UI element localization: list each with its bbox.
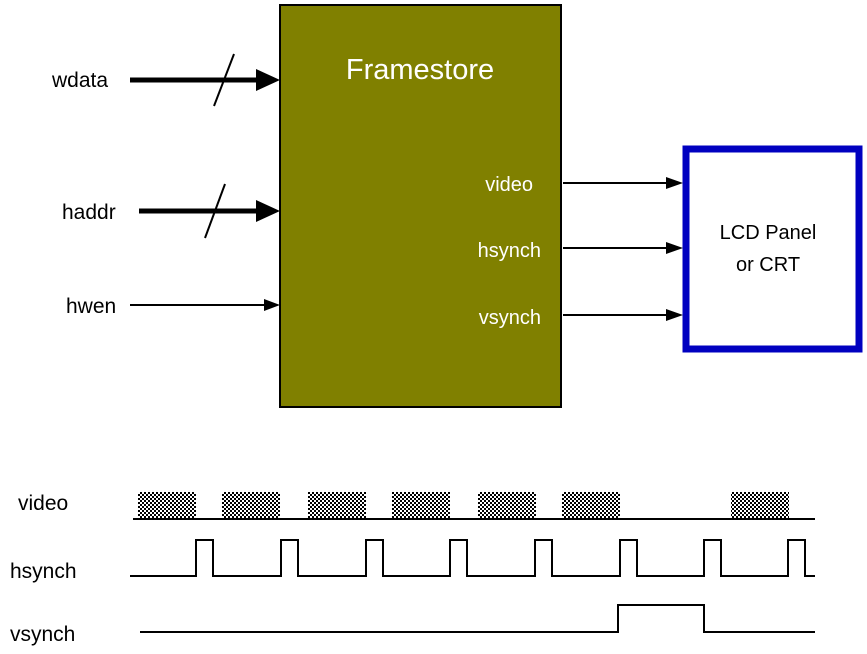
framestore-title: Framestore (346, 54, 494, 86)
timing-hsynch-label: hsynch (10, 560, 77, 583)
timing-diagram: video hsynch vsynch (10, 492, 815, 646)
timing-vsynch-label: vsynch (10, 623, 75, 646)
video-burst (562, 492, 620, 518)
hsynch-output-label: hsynch (478, 240, 541, 262)
hwen-arrowhead (264, 299, 280, 311)
video-burst (392, 492, 450, 518)
display-block (682, 145, 863, 353)
hsynch-waveform (130, 539, 815, 577)
wdata-label: wdata (51, 69, 108, 92)
vsynch-waveform (140, 604, 815, 633)
video-output-label: video (485, 174, 533, 196)
display-label-line1: LCD Panel (720, 222, 817, 244)
hwen-input: hwen (66, 295, 280, 318)
video-waveform (133, 492, 815, 520)
haddr-arrowhead (256, 200, 280, 222)
video-burst (222, 492, 280, 518)
display-label-line2: or CRT (736, 254, 800, 276)
video-burst (478, 492, 536, 518)
video-burst (308, 492, 366, 518)
video-burst (138, 492, 196, 518)
haddr-label: haddr (62, 201, 116, 224)
haddr-input: haddr (62, 183, 280, 239)
video-burst (731, 492, 789, 518)
haddr-bus-slash (204, 183, 226, 239)
wdata-bus-slash (213, 53, 235, 107)
video-output-arrow (563, 177, 683, 189)
vsynch-output-arrow (563, 309, 683, 321)
framestore-block (279, 4, 562, 408)
hwen-label: hwen (66, 295, 116, 318)
timing-video-label: video (18, 492, 68, 515)
hsynch-output-arrow (563, 242, 683, 254)
wdata-arrowhead (256, 69, 280, 91)
wdata-input: wdata (51, 53, 280, 107)
vsynch-output-label: vsynch (479, 307, 541, 329)
